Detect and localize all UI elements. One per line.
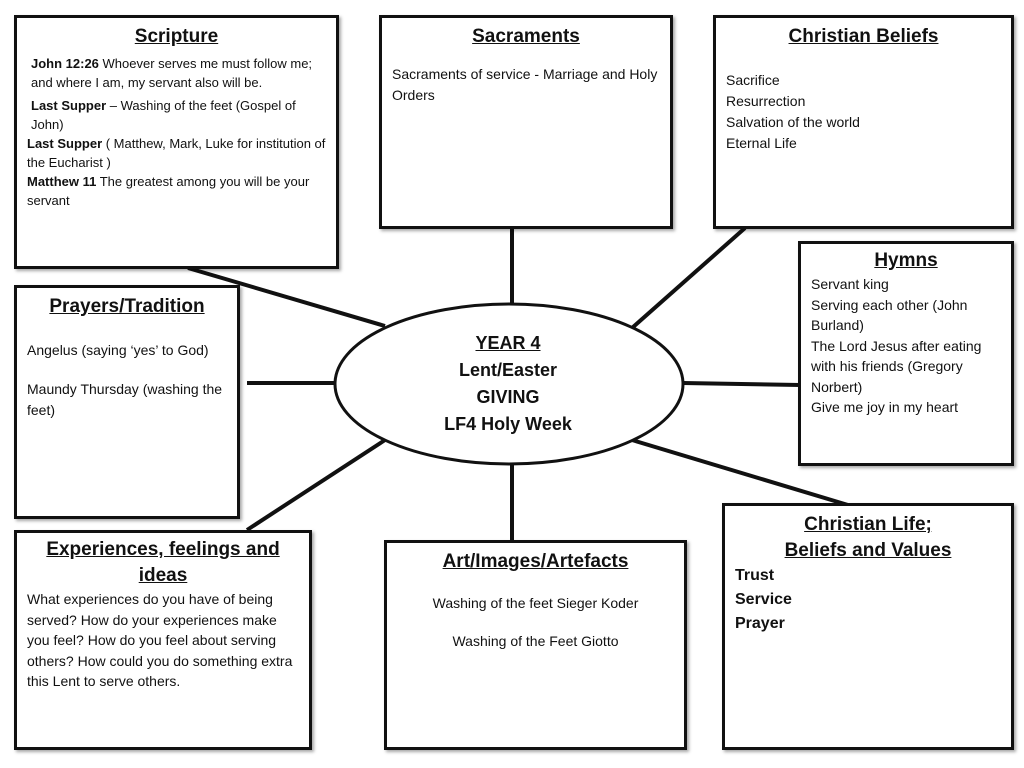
connector-life xyxy=(631,438,849,507)
connector-beliefs xyxy=(630,226,747,330)
connector-scripture xyxy=(187,266,386,328)
art-images-box: Art/Images/Artefacts Washing of the feet… xyxy=(384,540,687,750)
art-item: Washing of the feet Sieger Koder xyxy=(432,595,639,611)
art-item: Washing of the Feet Giotto xyxy=(452,633,619,649)
connector-experiences xyxy=(245,438,387,532)
sacraments-title: Sacraments xyxy=(472,26,580,47)
art-title: Art/Images/Artefacts xyxy=(442,551,629,572)
beliefs-item: Sacrifice xyxy=(726,72,780,88)
prayers-title: Prayers/Tradition xyxy=(49,296,205,317)
scripture-john: John 12:26 Whoever serves me must follow… xyxy=(31,56,313,90)
prayers-tradition-box: Prayers/Tradition Angelus (saying ‘yes’ … xyxy=(14,285,240,519)
connector-hymns xyxy=(682,381,801,387)
beliefs-item: Salvation of the world xyxy=(726,114,860,130)
central-topic: YEAR 4 Lent/Easter GIVING LF4 Holy Week xyxy=(420,330,596,438)
prayers-item: Maundy Thursday (washing the feet) xyxy=(27,381,223,418)
scripture-matthew: Matthew 11 The greatest among you will b… xyxy=(27,174,310,208)
christian-life-box: Christian Life; Beliefs and Values Trust… xyxy=(722,503,1014,750)
life-item: Trust xyxy=(735,567,775,584)
sacraments-text: Sacraments of service - Marriage and Hol… xyxy=(392,66,658,103)
life-item: Prayer xyxy=(735,615,785,632)
central-title: YEAR 4 xyxy=(475,333,541,353)
central-line-1: Lent/Easter xyxy=(458,360,558,380)
hymns-item: Give me joy in my heart xyxy=(811,399,959,415)
life-title-line-2: Beliefs and Values xyxy=(784,540,952,561)
hymns-item: Servant king xyxy=(811,276,889,292)
beliefs-item: Eternal Life xyxy=(726,135,797,151)
experiences-text: What experiences do you have of being se… xyxy=(27,591,293,689)
scripture-box: Scripture John 12:26 Whoever serves me m… xyxy=(14,15,339,269)
hymns-title: Hymns xyxy=(874,250,938,271)
sacraments-box: Sacraments Sacraments of service - Marri… xyxy=(379,15,673,229)
prayers-item: Angelus (saying ‘yes’ to God) xyxy=(27,342,209,358)
scripture-title: Scripture xyxy=(134,26,219,47)
experiences-title: Experiences, feelings and ideas xyxy=(46,539,280,586)
life-title-line-1: Christian Life; xyxy=(804,514,932,535)
christian-beliefs-box: Christian Beliefs Sacrifice Resurrection… xyxy=(713,15,1014,229)
central-line-3: LF4 Holy Week xyxy=(444,414,572,434)
central-line-2: GIVING xyxy=(476,387,540,407)
hymns-box: Hymns Servant king Serving each other (J… xyxy=(798,241,1014,466)
hymns-item: Serving each other (John Burland) xyxy=(811,296,968,334)
hymns-item: The Lord Jesus after eating with his fri… xyxy=(811,337,982,395)
life-item: Service xyxy=(735,591,792,608)
experiences-box: Experiences, feelings and ideas What exp… xyxy=(14,530,312,750)
scripture-last-supper-2: Last Supper ( Matthew, Mark, Luke for in… xyxy=(27,136,326,170)
scripture-last-supper-1: Last Supper – Washing of the feet (Gospe… xyxy=(31,98,296,132)
central-ellipse xyxy=(333,302,685,466)
beliefs-item: Resurrection xyxy=(726,93,806,109)
beliefs-title: Christian Beliefs xyxy=(788,26,939,47)
